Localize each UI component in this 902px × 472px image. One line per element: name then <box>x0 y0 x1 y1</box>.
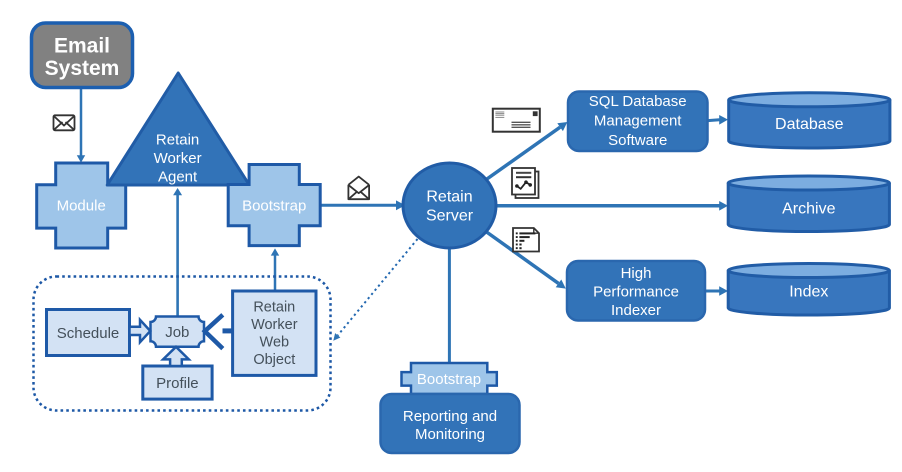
svg-text:Server: Server <box>426 208 474 225</box>
svg-text:Archive: Archive <box>782 201 835 218</box>
svg-text:Retain: Retain <box>426 189 472 206</box>
svg-text:Job: Job <box>165 324 189 341</box>
svg-text:Software: Software <box>608 132 667 149</box>
svg-text:Retain: Retain <box>156 132 199 149</box>
svg-text:Performance: Performance <box>593 284 679 301</box>
svg-text:System: System <box>45 57 120 80</box>
svg-text:Monitoring: Monitoring <box>415 426 485 443</box>
svg-text:Indexer: Indexer <box>611 302 661 319</box>
svg-text:Object: Object <box>253 352 295 368</box>
svg-text:Worker: Worker <box>251 317 298 333</box>
svg-text:Web: Web <box>260 335 290 351</box>
svg-text:Worker: Worker <box>154 150 202 167</box>
svg-text:Database: Database <box>775 116 844 133</box>
svg-text:Reporting and: Reporting and <box>403 408 497 425</box>
svg-text:Profile: Profile <box>156 375 199 392</box>
svg-text:Email: Email <box>54 35 110 58</box>
svg-text:Module: Module <box>57 198 106 215</box>
svg-text:High: High <box>621 265 652 282</box>
svg-text:Bootstrap: Bootstrap <box>242 198 306 215</box>
svg-text:Management: Management <box>594 113 682 130</box>
svg-text:Schedule: Schedule <box>57 325 120 342</box>
svg-text:Agent: Agent <box>158 169 198 186</box>
svg-text:Bootstrap: Bootstrap <box>417 371 481 388</box>
svg-text:Retain: Retain <box>253 300 295 316</box>
svg-text:Index: Index <box>789 284 828 301</box>
svg-text:SQL Database: SQL Database <box>589 93 687 110</box>
